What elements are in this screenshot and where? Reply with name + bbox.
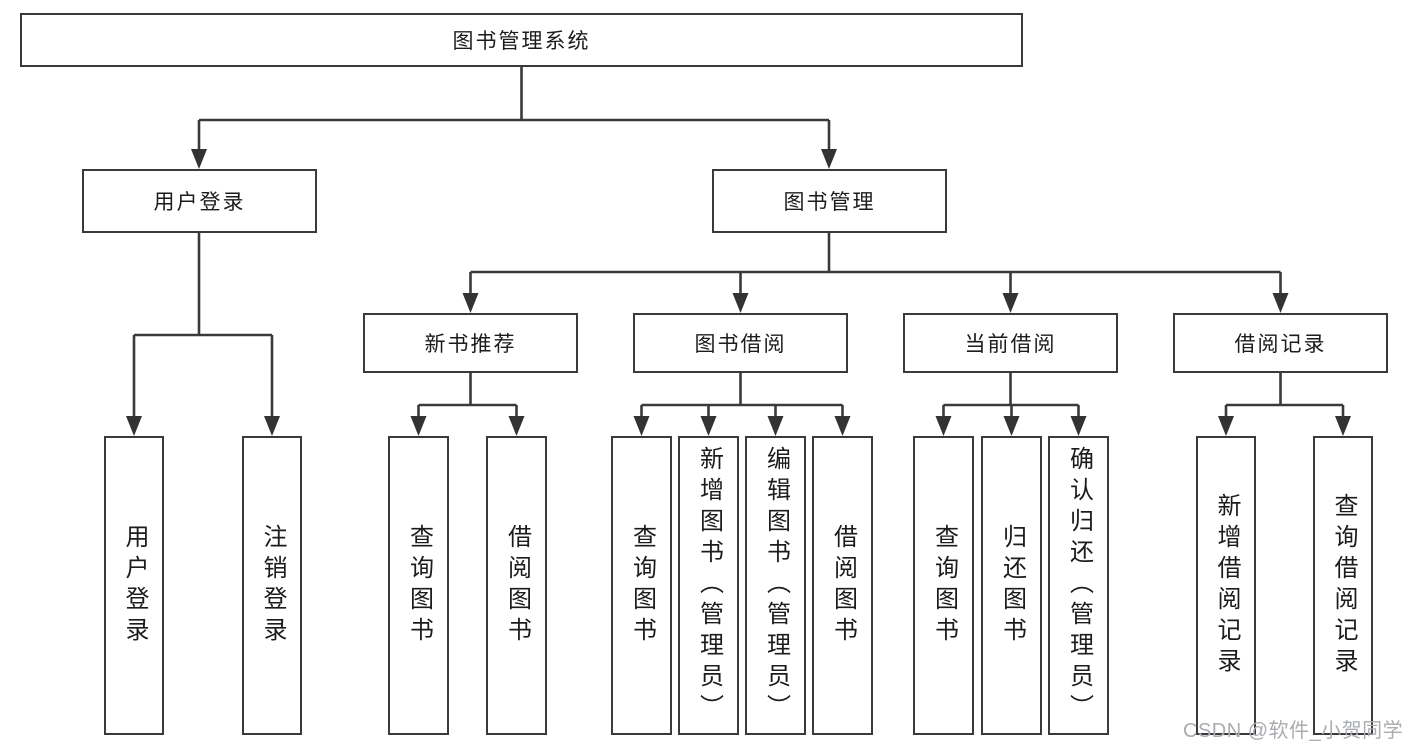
arrowhead <box>1003 416 1020 436</box>
arrowhead <box>1272 293 1289 313</box>
leaf-label: 查询图书 <box>628 523 656 648</box>
arrowhead <box>767 416 784 436</box>
root-to-level2-lines <box>197 67 831 153</box>
node-root-system: 图书管理系统 <box>20 13 1023 67</box>
leaf-add-borrow-record: 新增借阅记录 <box>1196 436 1256 735</box>
arrowhead <box>935 416 952 436</box>
leaf-borrow-books-1: 借阅图书 <box>486 436 547 735</box>
login-branch-lines <box>132 233 274 420</box>
arrowhead <box>1002 293 1019 313</box>
leaf-confirm-return-admin: 确认归还（管理员） <box>1048 436 1109 735</box>
node-user-login: 用户登录 <box>82 169 317 233</box>
arrowhead <box>1070 416 1087 436</box>
arrowhead <box>191 149 207 169</box>
leaf-label: 注销登录 <box>259 523 286 648</box>
leaf-return-books: 归还图书 <box>981 436 1042 735</box>
arrowhead <box>462 293 479 313</box>
arrowhead <box>1218 416 1234 436</box>
arrowhead <box>126 416 142 436</box>
borrow-branch-lines <box>640 373 844 420</box>
leaf-query-books-3: 查询图书 <box>913 436 974 735</box>
current-branch-lines <box>942 373 1080 420</box>
leaf-label: 借阅图书 <box>829 523 857 648</box>
leaf-user-login: 用户登录 <box>104 436 164 735</box>
arrowhead <box>410 416 427 436</box>
leaf-query-books-2: 查询图书 <box>611 436 672 735</box>
arrowhead <box>834 416 851 436</box>
arrowhead <box>700 416 717 436</box>
leaf-logout: 注销登录 <box>242 436 302 735</box>
mgmt-branch-lines <box>469 233 1282 297</box>
arrowhead <box>821 149 837 169</box>
leaf-query-borrow-record: 查询借阅记录 <box>1313 436 1373 735</box>
node-current-borrow: 当前借阅 <box>903 313 1118 373</box>
leaf-edit-books-admin: 编辑图书（管理员） <box>745 436 806 735</box>
leaf-label: 确认归还（管理员） <box>1065 446 1093 725</box>
leaf-label: 归还图书 <box>998 523 1026 648</box>
node-book-management: 图书管理 <box>712 169 947 233</box>
node-new-book-recommend: 新书推荐 <box>363 313 578 373</box>
csdn-watermark: CSDN @软件_小贺同学 <box>1183 720 1404 742</box>
leaf-borrow-books-2: 借阅图书 <box>812 436 873 735</box>
leaf-label: 查询借阅记录 <box>1330 492 1357 679</box>
leaf-label: 编辑图书（管理员） <box>762 446 790 725</box>
arrowhead <box>508 416 525 436</box>
leaf-label: 用户登录 <box>121 523 148 648</box>
leaf-label: 借阅图书 <box>503 523 531 648</box>
leaf-label: 查询图书 <box>405 523 433 648</box>
recommend-branch-lines <box>417 373 518 420</box>
arrowhead <box>1335 416 1351 436</box>
records-branch-lines <box>1224 373 1345 420</box>
arrowhead <box>732 293 749 313</box>
leaf-query-books-1: 查询图书 <box>388 436 449 735</box>
leaf-label: 新增图书（管理员） <box>695 446 723 725</box>
node-borrow-records: 借阅记录 <box>1173 313 1388 373</box>
leaf-label: 新增借阅记录 <box>1213 492 1240 679</box>
arrowhead <box>633 416 650 436</box>
leaf-add-books-admin: 新增图书（管理员） <box>678 436 739 735</box>
arrowhead <box>264 416 280 436</box>
node-book-borrow: 图书借阅 <box>633 313 848 373</box>
leaf-label: 查询图书 <box>930 523 958 648</box>
